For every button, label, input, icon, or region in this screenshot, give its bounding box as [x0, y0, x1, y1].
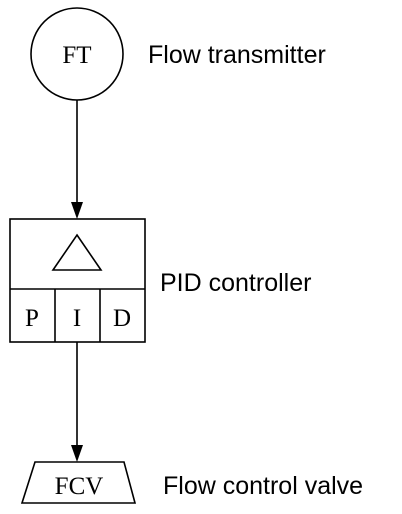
flow-control-valve-tag: FCV: [55, 473, 104, 500]
pid-mode-d: D: [113, 305, 131, 332]
controller-triangle-icon: [51, 233, 103, 271]
pid-mode-i: I: [73, 305, 81, 332]
flow-transmitter: FT: [30, 7, 124, 101]
arrowhead-into-valve: [71, 445, 83, 462]
flow-control-valve-label: Flow control valve: [163, 472, 363, 500]
flow-transmitter-tag: FT: [62, 42, 91, 69]
flow-control-valve: FCV: [20, 461, 137, 504]
arrowhead-into-controller: [71, 202, 83, 219]
pid-controller-label: PID controller: [160, 269, 311, 297]
pid-controller: P I D: [9, 218, 146, 343]
flow-control-valve-shape: [20, 461, 137, 504]
pid-mode-p: P: [25, 305, 39, 332]
flow-transmitter-label: Flow transmitter: [148, 41, 326, 69]
